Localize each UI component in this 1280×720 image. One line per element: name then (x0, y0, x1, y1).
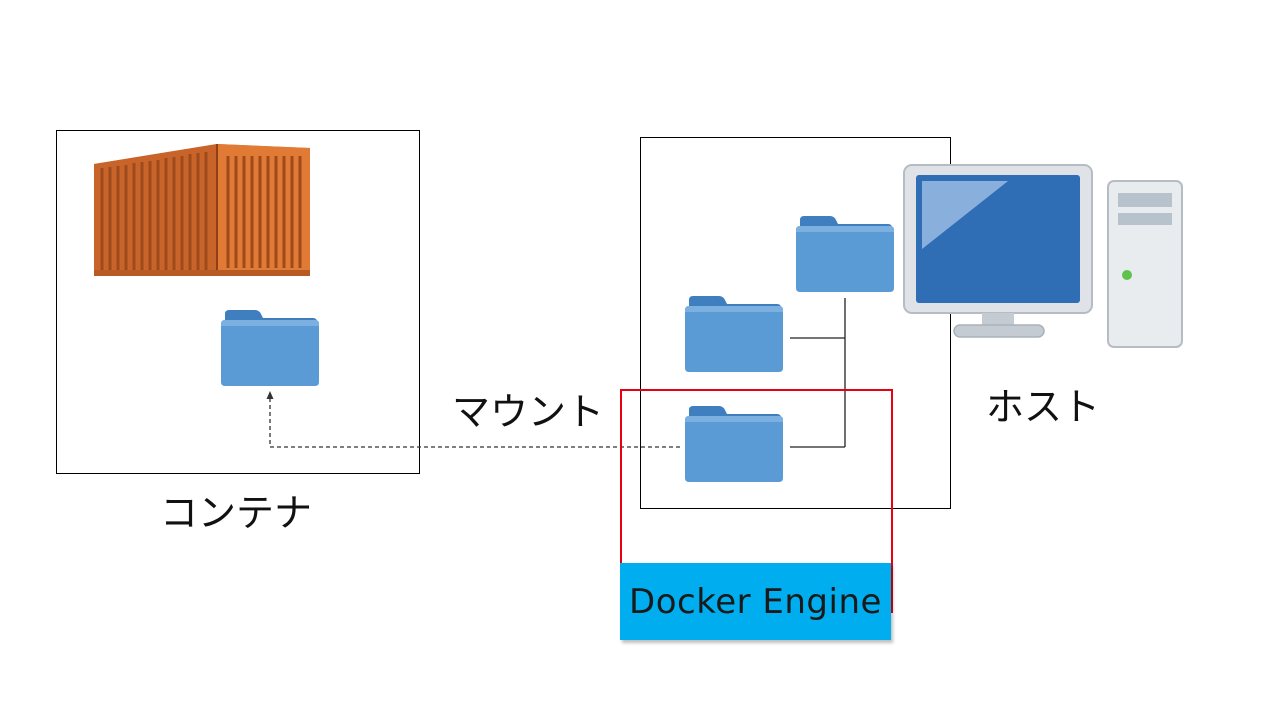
host-box (640, 137, 951, 509)
container-box (56, 130, 420, 474)
shipping-container-icon (94, 144, 310, 276)
folder-icon (685, 296, 783, 372)
folder-icon (221, 310, 319, 386)
mount-label: マウント (452, 390, 605, 434)
container-label: コンテナ (160, 491, 313, 535)
folder-icon (796, 216, 894, 292)
docker-engine-label: Docker Engine (620, 563, 891, 640)
desktop-computer-icon (903, 164, 1183, 348)
folder-icon (685, 406, 783, 482)
host-label: ホスト (986, 385, 1101, 429)
